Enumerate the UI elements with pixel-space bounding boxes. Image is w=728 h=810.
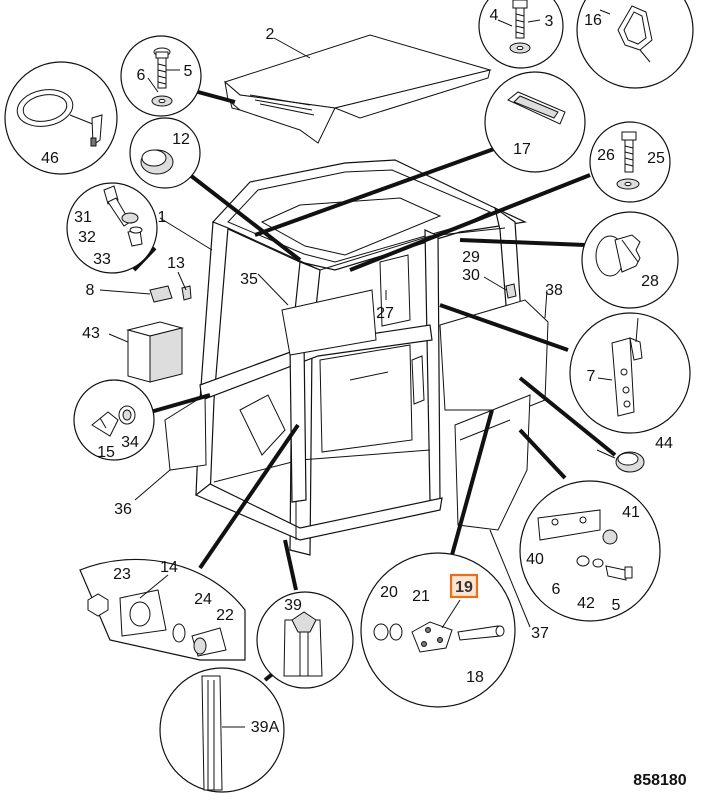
callout-29: 29 [462,249,480,266]
detail-circle-15-34 [73,379,155,461]
part-13 [181,285,192,301]
callout-19-highlighted[interactable]: 19 [455,579,473,596]
detail-circle-39 [256,591,354,689]
callout-7: 7 [587,368,596,385]
callout-30: 30 [462,267,480,284]
callout-6-top: 6 [137,67,146,84]
callout-22: 22 [216,607,234,624]
callout-17: 17 [513,141,531,158]
callout-5-right: 5 [612,597,621,614]
roof-panel-2 [224,34,492,144]
cab-frame [164,159,549,556]
callout-44: 44 [655,435,673,452]
detail-circle-17 [484,71,586,173]
callout-1: 1 [158,209,167,226]
detail-circle-46 [4,61,118,175]
callout-27: 27 [376,305,394,322]
callout-37: 37 [531,625,549,642]
callout-24: 24 [194,591,212,608]
callout-28: 28 [641,273,659,290]
callout-20: 20 [380,584,398,601]
callout-31: 31 [74,209,92,226]
callout-21: 21 [412,588,430,605]
callout-8: 8 [86,282,95,299]
callout-25: 25 [647,150,665,167]
cap-44 [615,451,645,473]
detail-circle-39A [159,667,285,793]
drawing-reference-number: 858180 [633,772,686,789]
part-8 [149,285,173,303]
callout-40: 40 [526,551,544,568]
detail-circle-12 [129,117,201,189]
detail-circle-6-5 [120,35,202,117]
callout-35: 35 [240,271,258,288]
callout-2: 2 [266,26,275,43]
detail-circle-26-25 [589,121,671,203]
part-43 [126,321,184,383]
detail-circle-31-33 [66,182,158,274]
callout-32: 32 [78,229,96,246]
detail-circle-14 [79,558,246,661]
callout-46: 46 [41,150,59,167]
callout-34: 34 [121,434,139,451]
callout-13: 13 [167,255,185,272]
detail-circle-16 [576,0,694,89]
callout-6-right: 6 [552,581,561,598]
callout-leaders [99,9,616,628]
callout-3: 3 [545,13,554,30]
callout-18: 18 [466,669,484,686]
detail-circle-28 [581,211,679,309]
callout-15: 15 [97,444,115,461]
callout-23: 23 [113,566,131,583]
callout-41: 41 [622,504,640,521]
callout-43: 43 [82,325,100,342]
callout-5-top: 5 [184,63,193,80]
detail-circle-19 [360,552,516,708]
detail-circle-4-3 [478,0,564,69]
highlight-box-19 [449,573,479,599]
callout-33: 33 [93,251,111,268]
callout-42: 42 [577,595,595,612]
detail-circle-40 [519,480,661,622]
part-29-30 [505,283,517,299]
callout-labels: 2 4 3 16 6 5 46 12 17 26 25 31 32 33 1 1… [41,7,687,789]
callout-38: 38 [545,282,563,299]
callout-26: 26 [597,147,615,164]
callout-14: 14 [160,559,178,576]
callout-36: 36 [114,501,132,518]
callout-39: 39 [284,597,302,614]
callout-12: 12 [172,131,190,148]
callout-16: 16 [584,12,602,29]
callout-39A: 39A [251,719,280,736]
detail-circle-7 [569,312,691,434]
callout-4: 4 [490,7,499,24]
